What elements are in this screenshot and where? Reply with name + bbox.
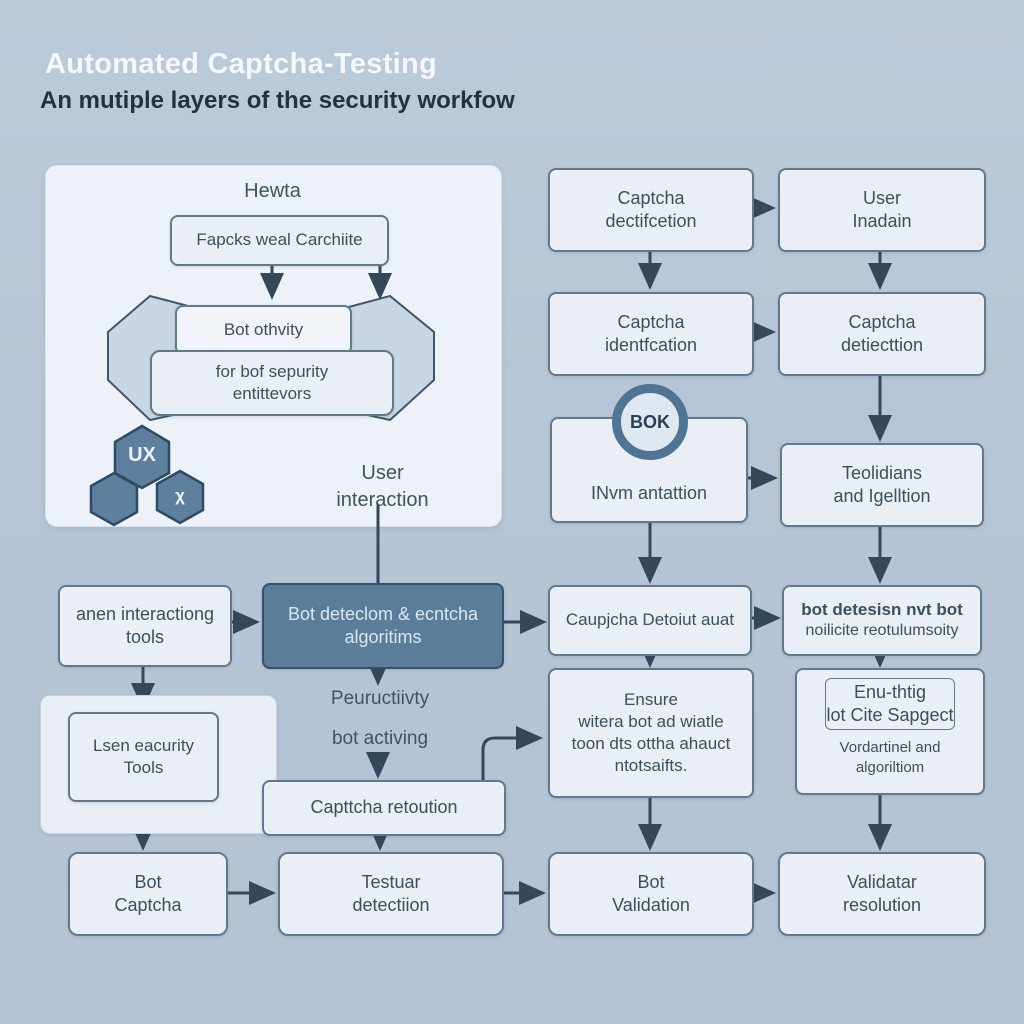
bok-badge: BOK (612, 384, 688, 460)
panel-box-top: Fapcks weal Carchiite (170, 215, 389, 266)
page-subtitle: An mutiple layers of the security workfo… (40, 87, 515, 114)
flow-box-validatar-resolution: Validatar resolution (778, 852, 986, 936)
enu-text: Vordartinel and algoriltiom (839, 739, 941, 776)
hex-ux-label: UX (128, 444, 156, 466)
flow-box-testuar-detection: Testuar detectiion (278, 852, 504, 936)
peuructiivty-label: Peuructiivty (330, 688, 430, 709)
flow-box-user-inadain: User Inadain (778, 168, 986, 252)
flow-box-captcha-identfcation: Captcha identfcation (548, 292, 754, 376)
flow-box-bot-validation: Bot Validation (548, 852, 754, 936)
enu-inner-box: Enu-thtig lot Cite Sapgect (825, 678, 955, 730)
flow-box-bot-detesisn: bot detesisn nvt bot noilicite reotulums… (782, 585, 982, 656)
bot-activing-label: bot activing (331, 728, 429, 749)
flow-box-bot-detection-algorithms: Bot deteclom & ecntcha algoritims (262, 583, 504, 669)
panel-box-mid: Bot othvity (175, 305, 352, 355)
flow-box-teolidians: Teolidians and Igelltion (780, 443, 984, 527)
flow-box-capttcha-retoution: Capttcha retoution (262, 780, 506, 836)
flow-box-ensure: Ensure witera bot ad wiatle toon dts ott… (548, 668, 754, 798)
flow-box-enu-thtig: Enu-thtig lot Cite Sapgect Vordartinel a… (795, 668, 985, 795)
flow-box-anen-tools: anen interactiong tools (58, 585, 232, 667)
flow-box-captcha-detiecttion: Captcha detiecttion (778, 292, 986, 376)
flow-box-captcha-dectifcetion: Captcha dectifcetion (548, 168, 754, 252)
page-title: Automated Captcha-Testing (45, 48, 438, 80)
flow-box-lsen-tools: Lsen eacurity Tools (68, 712, 219, 802)
hex-glyph-label: χ (175, 486, 185, 505)
flow-box-bot-captcha: Bot Captcha (68, 852, 228, 936)
panel-box-bottom: for bof sepurity entittevors (150, 350, 394, 416)
panel-title: Hewta (244, 180, 301, 202)
flow-box-caupjcha-detoiut: Caupjcha Detoiut auat (548, 585, 752, 656)
connector-retoution-ensure-elbow (481, 726, 543, 782)
bot-detesisn-line2: noilicite reotulumsoity (805, 622, 959, 640)
bot-detesisn-line1: bot detesisn nvt bot (801, 600, 963, 620)
user-interaction-label: User interaction (336, 462, 429, 511)
